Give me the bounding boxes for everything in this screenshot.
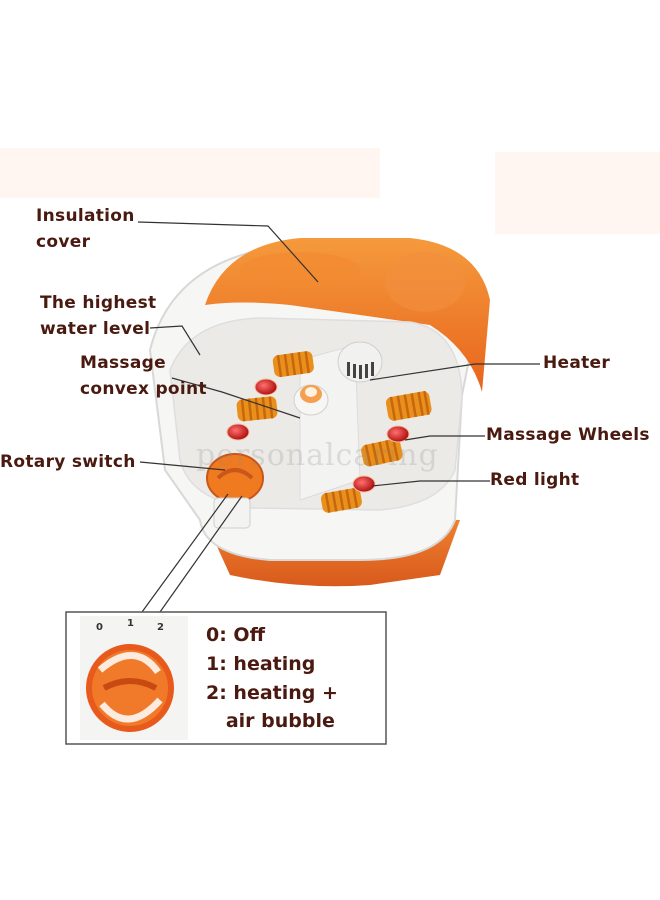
legend-line-heating-plus: 2: heating + [206, 682, 338, 704]
label-massage-wheels: Massage Wheels [486, 425, 650, 445]
background-band-left [0, 148, 380, 198]
background-band-right [495, 152, 660, 234]
massage-rollers [236, 351, 432, 513]
label-rotary-switch: Rotary switch [0, 452, 136, 472]
red-lights [226, 378, 410, 493]
dial-number-2: 2 [157, 622, 164, 633]
rotary-switch-icon [206, 453, 264, 529]
label-heater: Heater [543, 353, 611, 373]
heater-icon [337, 341, 383, 383]
dial-number-1: 1 [127, 618, 134, 629]
lid-rim-right [385, 252, 465, 312]
dial-number-0: 0 [96, 622, 103, 633]
label-massage-convex-point: Massage convex point [80, 353, 207, 399]
label-red-light: Red light [490, 470, 580, 490]
label-insulation-cover: Insulation cover [36, 206, 135, 252]
watermark: personalcaring [196, 438, 439, 473]
legend-line-heating: 1: heating [206, 653, 316, 675]
lid-rim-left [240, 252, 360, 288]
legend-line-air-bubble: air bubble [206, 710, 335, 732]
legend-line-off: 0: Off [206, 624, 265, 646]
leader-lines [137, 221, 540, 613]
label-highest-water-level: The highest water level [40, 293, 157, 339]
convex-point-knob [293, 384, 329, 416]
dial-closeup-icon [86, 644, 174, 732]
